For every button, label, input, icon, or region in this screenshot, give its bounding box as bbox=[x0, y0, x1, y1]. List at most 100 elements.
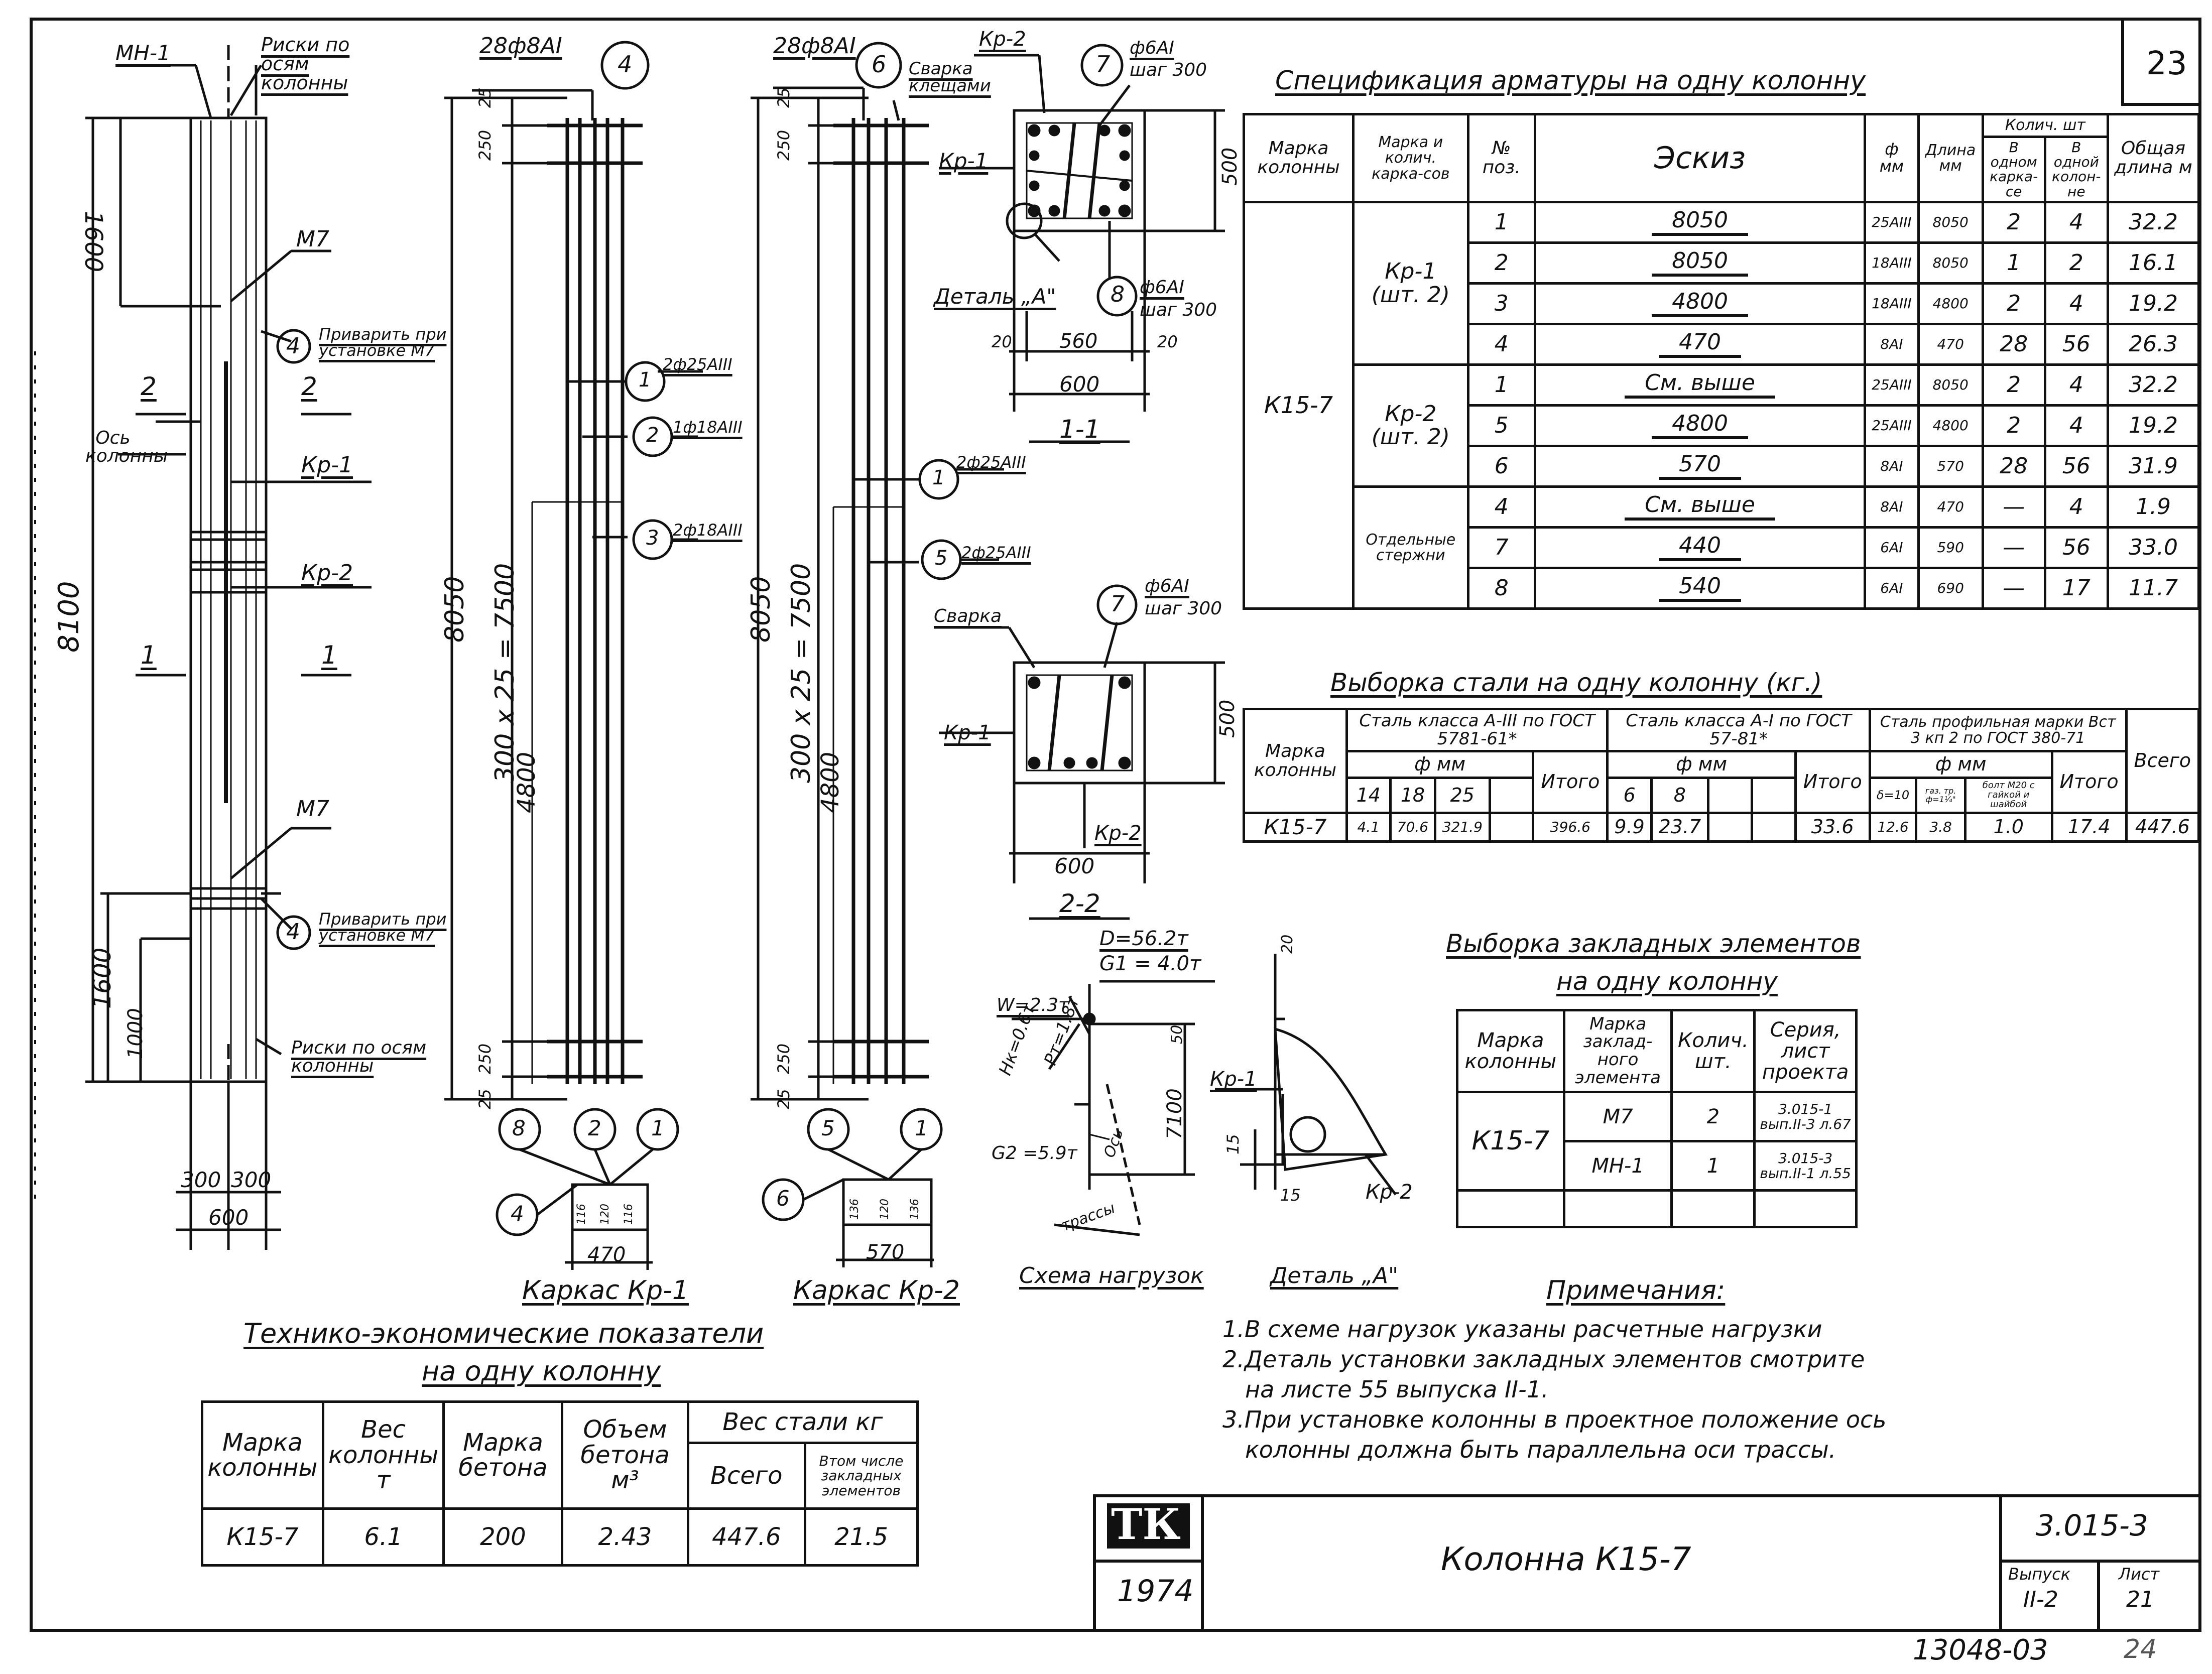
kr1-bottom-1: 1 bbox=[651, 1116, 665, 1140]
section-2-left: 2 bbox=[141, 372, 157, 401]
vyb-cell-empty bbox=[1707, 811, 1753, 843]
vyb-h-8: 8 bbox=[1650, 777, 1710, 814]
kr1-width-470: 470 bbox=[587, 1243, 626, 1266]
table-row: К15-7 6.1 200 2.43 447.6 21.5 bbox=[201, 1507, 919, 1567]
zak-cell-mark: К15-7 bbox=[1456, 1091, 1565, 1192]
tep-h-concrete: Марка бетона bbox=[442, 1400, 564, 1510]
vyb-h-25: 25 bbox=[1434, 777, 1491, 814]
zak-h-series: Серия, лист проекта bbox=[1753, 1009, 1858, 1093]
spec-cell: 1 bbox=[1466, 363, 1536, 407]
spec-h-total: Общая длина м bbox=[2106, 112, 2200, 204]
vyb-cell: К15-7 bbox=[1243, 811, 1348, 843]
stamp-year: 1974 bbox=[1117, 1574, 1194, 1609]
stamp-issue-label: Выпуск bbox=[2008, 1565, 2070, 1584]
spec-sketch-bar: См. выше bbox=[1625, 493, 1776, 521]
spec-cell: 11.7 bbox=[2106, 567, 2200, 610]
vyb-h-dmm-prof: ф мм bbox=[1868, 750, 2053, 780]
note-line-1: 1.В схеме нагрузок указаны расчетные наг… bbox=[1222, 1316, 1822, 1343]
vyb-h-dmm-a3: ф мм bbox=[1345, 750, 1535, 780]
vyb-h-a3: Сталь класса А-III по ГОСТ 5781-61* bbox=[1345, 707, 1609, 753]
table-row: К15-7 Кр-1 (шт. 2) 1 8050 25АIII 8050 2 … bbox=[1242, 201, 2200, 610]
kr1-pos2-circle: 2 bbox=[646, 424, 659, 447]
kr1-top-bars: 28ф8АI bbox=[479, 33, 562, 59]
detA-kr1: Кр-1 bbox=[1210, 1068, 1257, 1091]
vyb-h-itogo-a1: Итого bbox=[1794, 750, 1871, 814]
spec-cell: 6АI bbox=[1864, 526, 1920, 570]
spec-cell: — bbox=[1981, 567, 2046, 610]
vyb-h-empty-a1b bbox=[1750, 777, 1797, 814]
kr1-spacing-2: 120 bbox=[599, 1204, 611, 1225]
vyb-cell: 70.6 bbox=[1389, 811, 1437, 843]
stamp-bottom-code: 13048-03 bbox=[1913, 1634, 2048, 1666]
kr1-dim-4800: 4800 bbox=[513, 751, 541, 813]
kr1-dim-25-bottom: 25 bbox=[475, 1089, 495, 1109]
kr1-pos1-circle: 1 bbox=[639, 368, 652, 392]
s11-dim-20-right: 20 bbox=[1157, 332, 1178, 351]
tep-title-2: на одну колонну bbox=[422, 1355, 661, 1387]
table-row: 6 570 8АI 570 28 56 31.9 bbox=[1244, 445, 2200, 488]
spec-cell: 8050 bbox=[1917, 363, 1984, 407]
m7-label-bottom: М7 bbox=[296, 796, 329, 822]
kr2-pos1-text: 2ф25АIII bbox=[956, 453, 1026, 472]
spec-sketch-bar: 8050 bbox=[1652, 208, 1749, 236]
kr2-bottom-1: 1 bbox=[915, 1116, 928, 1140]
kr2-width-570: 570 bbox=[866, 1241, 905, 1264]
kr2-dim-250-bottom: 250 bbox=[774, 1043, 793, 1074]
mn1-label: МН-1 bbox=[115, 41, 171, 65]
load-D: D=56.2т bbox=[1099, 927, 1188, 950]
vyb-h-6: 6 bbox=[1606, 777, 1653, 814]
vyb-cell: 447.6 bbox=[2125, 811, 2200, 843]
detA-kr2: Кр-2 bbox=[1366, 1181, 1413, 1204]
tep-cell: 2.43 bbox=[561, 1507, 689, 1567]
kr2-bottom-6: 6 bbox=[776, 1186, 790, 1211]
zak-cell-empty bbox=[1456, 1189, 1565, 1228]
s11-width-600: 600 bbox=[1059, 372, 1100, 397]
table-row: 5 4800 25АIII 4800 2 4 19.2 bbox=[1244, 404, 2200, 448]
s22-pos7-step: шаг 300 bbox=[1145, 598, 1222, 619]
spec-cell: 2 bbox=[1981, 201, 2046, 244]
note-line-5: колонны должна быть параллельна оси трас… bbox=[1245, 1436, 1836, 1463]
zak-cell: 2 bbox=[1670, 1091, 1756, 1142]
s22-title: 2-2 bbox=[1059, 889, 1100, 918]
spec-group-kr2: Кр-2 (шт. 2) bbox=[1352, 363, 1469, 488]
s11-dim-560: 560 bbox=[1059, 330, 1098, 353]
detA-dim-20: 20 bbox=[1279, 934, 1296, 954]
s22-kr2-label: Кр-2 bbox=[1094, 822, 1142, 845]
vyb-h-dmm-a1: ф мм bbox=[1606, 750, 1797, 780]
pos4-bottom: 4 bbox=[286, 919, 300, 945]
section-2-2 bbox=[934, 584, 1225, 920]
column-axis-marks-bottom: Риски по осям колонны bbox=[291, 1038, 427, 1076]
kr1-pos2-text: 1ф18АIII bbox=[673, 418, 743, 437]
tep-h-mark: Марка колонны bbox=[201, 1400, 324, 1510]
spec-cell: 28 bbox=[1981, 445, 2046, 488]
vyb-cell: 12.6 bbox=[1868, 811, 1918, 843]
spec-h-pos: № поз. bbox=[1466, 112, 1536, 204]
kr2-cage bbox=[751, 42, 1004, 1267]
vyb-h-p3: болт М20 с гайкой и шайбой bbox=[1963, 777, 2053, 814]
spec-sketch-bar: 8050 bbox=[1652, 249, 1749, 277]
tech-econ-table: Марка колонны Вес колонны т Марка бетона… bbox=[201, 1400, 919, 1567]
spec-cell: 2 bbox=[1981, 404, 2046, 448]
kr2-label-column: Кр-2 bbox=[301, 560, 353, 586]
vyb-cell-empty bbox=[1750, 811, 1797, 843]
kr2-bottom-5: 5 bbox=[821, 1116, 835, 1140]
stamp-sheet-label: Лист bbox=[2119, 1565, 2160, 1584]
vyb-h-18: 18 bbox=[1389, 777, 1437, 814]
vyb-h-p2: газ. тр. ф=1¼" bbox=[1915, 777, 1967, 814]
vyb-cell: 17.4 bbox=[2050, 811, 2128, 843]
s22-kr1-label: Кр-1 bbox=[944, 721, 991, 744]
vyb-h-empty-a1a bbox=[1707, 777, 1753, 814]
spec-cell: 32.2 bbox=[2106, 201, 2200, 244]
kr1-bottom-2: 2 bbox=[588, 1116, 601, 1140]
tep-h-steel: Вес стали кг bbox=[686, 1400, 919, 1445]
load-scheme-title: Схема нагрузок bbox=[1019, 1263, 1204, 1289]
kr1-pos3-circle: 3 bbox=[646, 527, 659, 550]
spec-sketch-bar: 4800 bbox=[1652, 290, 1749, 318]
stamp-series: 3.015-3 bbox=[2036, 1508, 2148, 1542]
dim-1600-top: 1600 bbox=[79, 211, 107, 273]
dim-8100: 8100 bbox=[53, 581, 85, 653]
weld-note-bottom: Приварить при установке М7 bbox=[319, 910, 447, 945]
kr1-spacing-1: 116 bbox=[575, 1204, 588, 1225]
column-elevation bbox=[85, 45, 372, 1250]
